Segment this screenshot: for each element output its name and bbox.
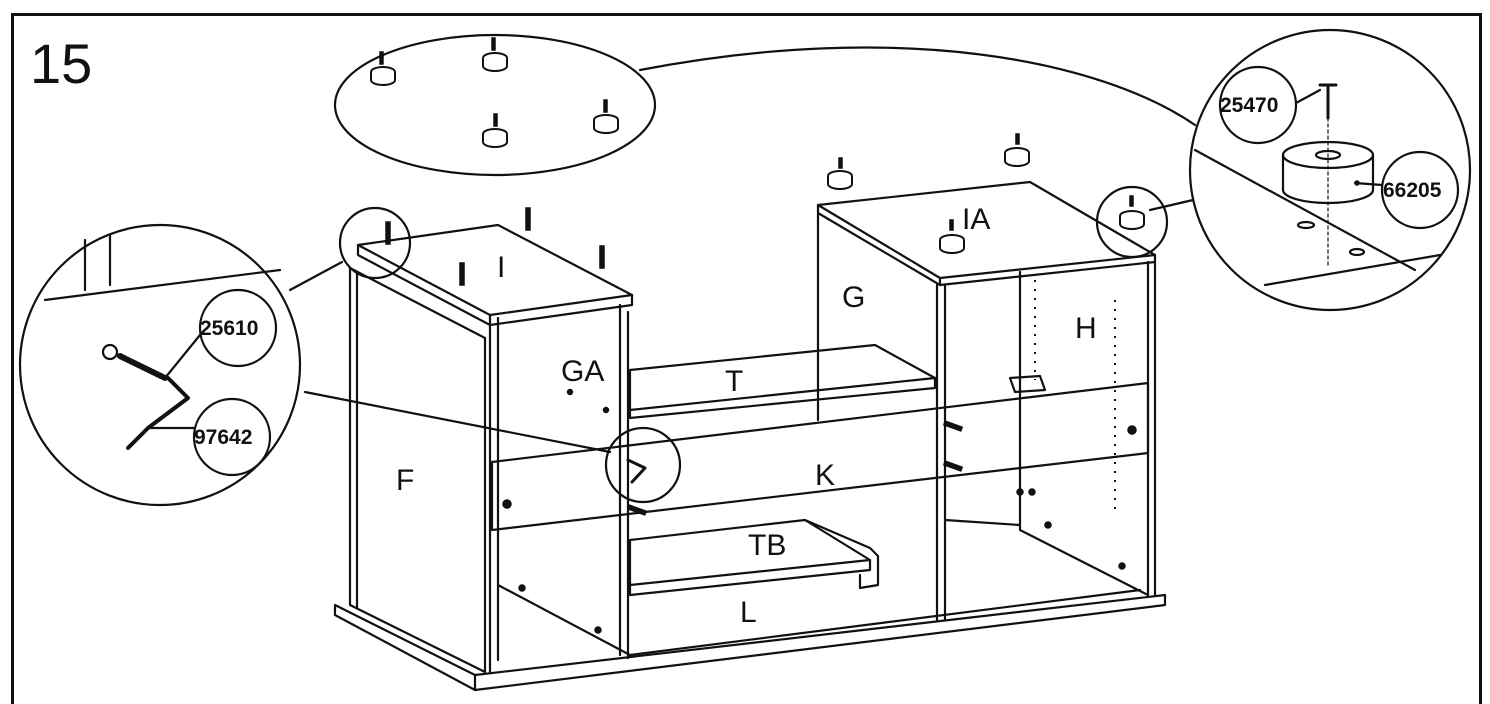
panel-label-F: F	[396, 464, 414, 497]
part-bubble-66205	[1380, 150, 1460, 230]
panel-I-top	[356, 223, 634, 317]
part-number-25610: 25610	[200, 317, 258, 340]
panel-label-H: H	[1075, 312, 1097, 345]
part-number-25470: 25470	[1220, 94, 1278, 117]
panel-L	[496, 518, 1142, 657]
part-bubble-97642	[192, 397, 272, 477]
panel-label-K: K	[815, 459, 835, 492]
left-callout	[18, 223, 302, 507]
right-callout	[1188, 28, 1472, 312]
panel-K	[490, 381, 1150, 532]
panel-label-L: L	[740, 596, 757, 629]
panel-label-GA: GA	[561, 355, 604, 388]
part-bubble-25610	[198, 288, 278, 368]
panel-GA	[496, 303, 630, 662]
shelf-bracket	[803, 518, 880, 590]
part-bubble-25470	[1218, 65, 1298, 145]
panel-label-I: I	[497, 251, 505, 284]
right-callout-focus	[1095, 185, 1169, 259]
panel-H	[1018, 270, 1150, 597]
panel-label-IA: IA	[962, 203, 990, 236]
panel-F	[348, 266, 487, 674]
panel-label-T: T	[725, 365, 743, 398]
part-number-97642: 97642	[194, 426, 252, 449]
part-number-66205: 66205	[1383, 179, 1442, 202]
panel-label-TB: TB	[748, 529, 786, 562]
panel-T	[628, 343, 937, 412]
left-callout-focus	[338, 206, 412, 280]
top-callout	[333, 33, 657, 177]
diagram-frame	[11, 13, 1482, 704]
panel-label-G: G	[842, 281, 865, 314]
step-number: 15	[30, 32, 93, 95]
callout-leader-top	[638, 46, 1197, 127]
k-cam-focus	[604, 426, 682, 504]
